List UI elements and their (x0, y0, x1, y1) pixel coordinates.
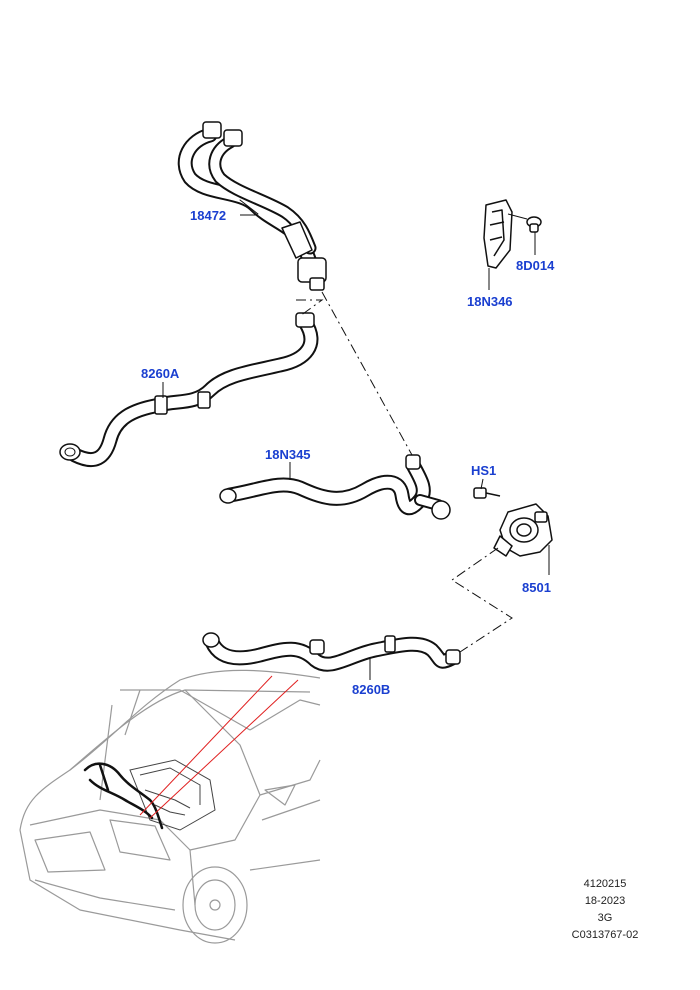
leader-line-clip (507, 213, 528, 220)
model-year-range: 18-2023 (584, 895, 626, 907)
illustration-number: 4120215 (583, 878, 627, 890)
hose-8260B[interactable] (202, 632, 461, 672)
clip-8D014[interactable] (526, 216, 542, 233)
locator-lines (139, 675, 299, 819)
leader-line-HS1 (480, 478, 484, 490)
section-code: 3G (597, 912, 613, 924)
callout-8501: 8501 (522, 580, 551, 595)
bracket-18N346[interactable] (483, 199, 513, 269)
callout-8260B: 8260B (352, 682, 390, 697)
callout-18N345: 18N345 (265, 447, 311, 462)
callout-18N346: 18N346 (467, 294, 513, 309)
highlighted-coolant-hoses (83, 762, 164, 830)
drawing-id: C0313767-02 (571, 929, 639, 941)
callout-18472: 18472 (190, 208, 226, 223)
drawing-reference-block: 4120215 18-2023 3G C0313767-02 (540, 876, 670, 944)
hose-18472[interactable] (177, 121, 327, 291)
vehicle-locator-illustration (19, 669, 321, 944)
pump-8501[interactable] (493, 503, 553, 557)
engine-bay-detail (129, 759, 216, 831)
screw-HS1[interactable] (473, 487, 501, 499)
hose-8260A[interactable] (59, 312, 319, 467)
connection-lines (296, 291, 513, 653)
callout-8260A: 8260A (141, 366, 180, 381)
callout-HS1: HS1 (471, 463, 496, 478)
hose-18N345[interactable] (219, 454, 451, 520)
callout-8D014: 8D014 (516, 258, 555, 273)
